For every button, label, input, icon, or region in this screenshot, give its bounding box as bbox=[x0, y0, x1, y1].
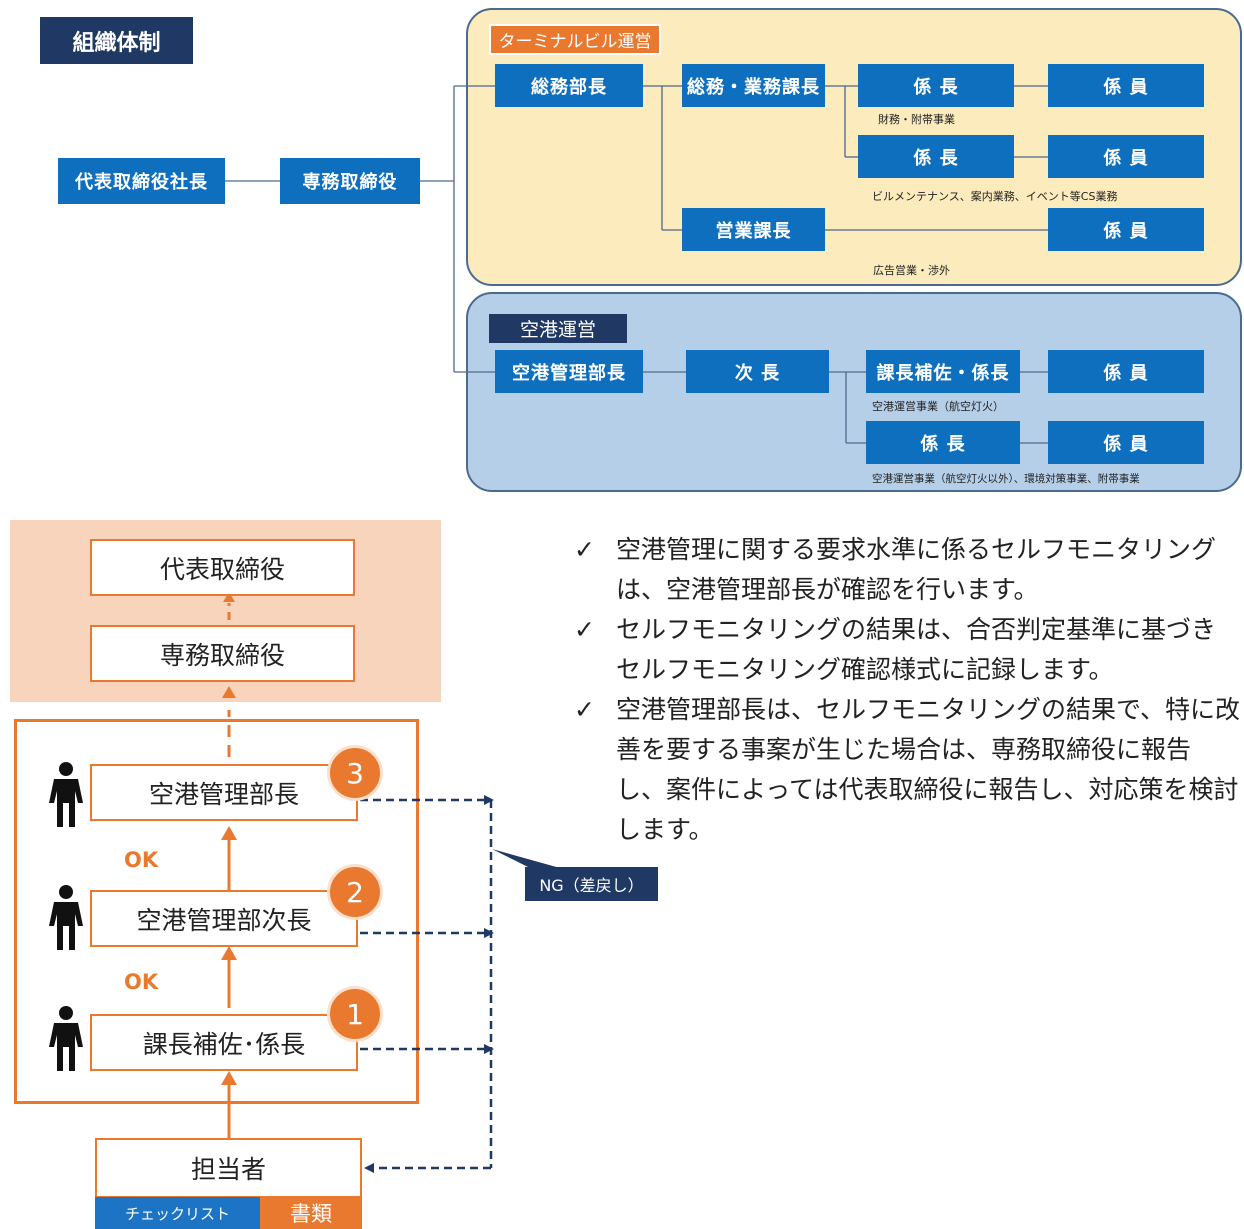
ng-return-label: NG（差戻し） bbox=[525, 867, 658, 901]
person-icon bbox=[49, 885, 83, 950]
org-connectors bbox=[225, 85, 1048, 444]
assistant-chief-box: 課長補佐・係長 bbox=[866, 350, 1020, 393]
bullet-text: 空港管理に関する要求水準に係るセルフモニタリングは、空港管理部長が確認を行います… bbox=[616, 535, 1217, 604]
president-box: 代表取締役社長 bbox=[58, 158, 225, 204]
bullet-item: ✓ 空港管理部長は、セルフモニタリングの結果で、特に改善を要する事案が生じた場合… bbox=[560, 690, 1240, 850]
sub-chief-box-2: 係 長 bbox=[858, 135, 1014, 178]
sales-manager-box: 営業課長 bbox=[682, 208, 825, 251]
business-section-chief-box: 総務・業務課長 bbox=[682, 64, 825, 107]
step-1-badge: 1 bbox=[327, 986, 383, 1042]
airport-sub-chief-box: 係 長 bbox=[866, 421, 1020, 464]
bullet-text: セルフモニタリングの結果は、合否判定基準に基づきセルフモニタリング確認様式に記録… bbox=[616, 615, 1217, 684]
bullet-item: ✓ セルフモニタリングの結果は、合否判定基準に基づきセルフモニタリング確認様式に… bbox=[560, 610, 1240, 690]
flow-director-box: 空港管理部長 bbox=[90, 764, 358, 821]
managing-director-box: 専務取締役 bbox=[280, 158, 420, 204]
ok-label-lower: OK bbox=[124, 970, 159, 994]
deputy-director-box: 次 長 bbox=[686, 350, 829, 393]
person-icon bbox=[49, 762, 83, 827]
check-icon: ✓ bbox=[574, 535, 595, 564]
check-icon: ✓ bbox=[574, 695, 595, 724]
step-2-badge: 2 bbox=[327, 864, 383, 920]
note-lighting: 空港運営事業（航空灯火） bbox=[872, 400, 1004, 413]
note-building: ビルメンテナンス、案内業務、イベント等CS業務 bbox=[872, 190, 1118, 203]
bullet-list: ✓ 空港管理に関する要求水準に係るセルフモニタリングは、空港管理部長が確認を行い… bbox=[560, 530, 1240, 850]
ok-label-upper: OK bbox=[124, 848, 159, 872]
airport-staff-box-1: 係 員 bbox=[1048, 350, 1204, 393]
bullet-text: 空港管理部長は、セルフモニタリングの結果で、特に改善を要する事案が生じた場合は、… bbox=[616, 695, 1241, 844]
terminal-tag: ターミナルビル運営 bbox=[489, 24, 661, 55]
note-sales: 広告営業・渉外 bbox=[873, 264, 950, 277]
checklist-label: チェックリスト bbox=[95, 1197, 260, 1229]
senior-director-box: 専務取締役 bbox=[90, 625, 355, 682]
bullet-item: ✓ 空港管理に関する要求水準に係るセルフモニタリングは、空港管理部長が確認を行い… bbox=[560, 530, 1240, 610]
check-icon: ✓ bbox=[574, 615, 595, 644]
note-finance: 財務・附帯事業 bbox=[878, 113, 955, 126]
documents-label: 書類 bbox=[260, 1197, 362, 1229]
airport-director-box: 空港管理部長 bbox=[495, 350, 643, 393]
person-icon bbox=[49, 1006, 83, 1071]
airport-staff-box-2: 係 員 bbox=[1048, 421, 1204, 464]
staff-box-1: 係 員 bbox=[1048, 64, 1204, 107]
flow-connectors bbox=[221, 592, 560, 1173]
note-airport-ops: 空港運営事業（航空灯火以外）、環境対策事業、附帯事業 bbox=[872, 473, 1140, 485]
airport-management-frame bbox=[14, 719, 419, 1104]
flow-assistant-box: 課長補佐･係長 bbox=[90, 1014, 358, 1071]
staff-box-3: 係 員 bbox=[1048, 208, 1204, 251]
person-in-charge-box: 担当者 bbox=[95, 1138, 362, 1198]
org-chart-title: 組織体制 bbox=[40, 17, 193, 64]
ceo-box: 代表取締役 bbox=[90, 539, 355, 596]
flow-deputy-box: 空港管理部次長 bbox=[90, 890, 358, 947]
step-3-badge: 3 bbox=[327, 745, 383, 801]
airport-tag: 空港運営 bbox=[489, 314, 627, 343]
staff-box-2: 係 員 bbox=[1048, 135, 1204, 178]
sub-chief-box-1: 係 長 bbox=[858, 64, 1014, 107]
general-affairs-manager-box: 総務部長 bbox=[495, 64, 643, 107]
